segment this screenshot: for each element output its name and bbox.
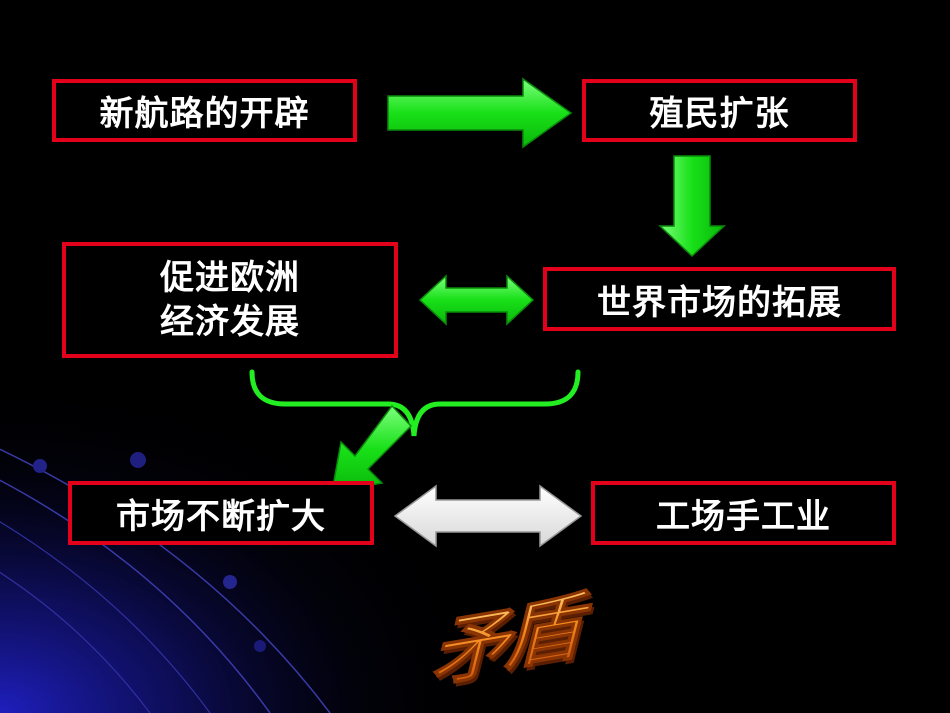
node-label: 新航路的开辟	[99, 94, 310, 134]
arrow-down	[658, 155, 726, 258]
orbit-dot	[223, 575, 237, 589]
orbit-dot	[254, 640, 266, 652]
node-label: 市场不断扩大	[116, 496, 326, 537]
node-new-sea-route: 新航路的开辟	[52, 79, 357, 142]
orbit-line	[0, 479, 271, 713]
node-colonial-expansion: 殖民扩张	[582, 79, 857, 142]
contradiction-wordart: 矛 矛 盾 盾	[426, 579, 595, 701]
orbit-dot	[130, 452, 146, 468]
node-label-line1: 促进欧洲	[160, 258, 300, 298]
orbit-line	[0, 571, 151, 713]
node-world-market-expansion: 世界市场的拓展	[543, 267, 896, 331]
arrow-double-white	[393, 484, 583, 548]
arrow-diagonal	[331, 404, 413, 493]
node-label-line2: 经济发展	[160, 302, 300, 342]
node-label: 世界市场的拓展	[597, 282, 842, 323]
node-promote-europe-economy: 促进欧洲 经济发展	[62, 242, 398, 358]
orbit-dot	[33, 459, 47, 473]
node-label: 工场手工业	[656, 496, 831, 537]
node-workshop-industry: 工场手工业	[591, 481, 896, 545]
node-label: 殖民扩张	[649, 94, 790, 134]
node-market-expanding: 市场不断扩大	[68, 481, 374, 545]
arrow-double-green	[418, 274, 535, 326]
orbit-line	[0, 521, 211, 713]
bracket	[249, 369, 581, 437]
arrow-right	[387, 77, 573, 149]
